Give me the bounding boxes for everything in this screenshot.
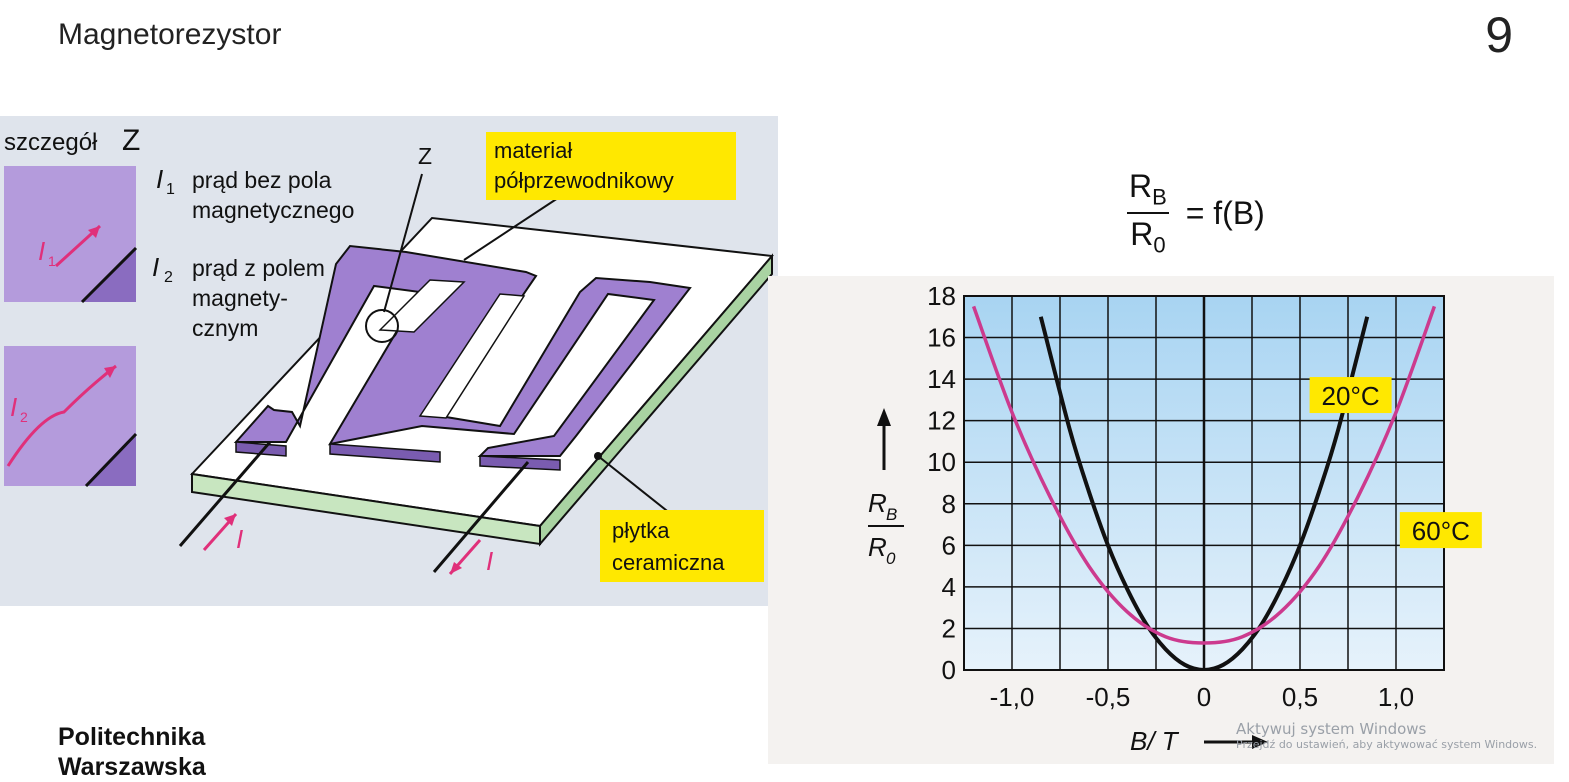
- logo-line2: Warszawska: [58, 753, 206, 781]
- plate-highlight: [600, 510, 764, 582]
- diagram-svg: szczegół Z I 1 prąd bez pola magnetyczne…: [4, 124, 774, 582]
- formula: RB R0 = f(B): [1127, 168, 1265, 259]
- formula-fraction: RB R0: [1127, 168, 1169, 259]
- current-label-right: I: [486, 546, 493, 576]
- material-highlight: [486, 132, 736, 200]
- i2-line2: magnety-: [192, 285, 288, 311]
- windows-activation-watermark: Aktywuj system Windows Przejdź do ustawi…: [1236, 720, 1537, 751]
- i1-symbol: I: [156, 164, 163, 194]
- i1-line1: prąd bez pola: [192, 167, 332, 193]
- z-pointer-line: [383, 173, 423, 313]
- university-logo: Politechnika Warszawska: [58, 722, 206, 782]
- detail-letter: Z: [122, 124, 140, 157]
- y-label-den: R: [868, 532, 887, 562]
- y-tick-label-0: 0: [942, 655, 956, 685]
- inset-1-edge-line: [80, 246, 138, 304]
- watermark-line2: Przejdź do ustawień, aby aktywować syste…: [1236, 738, 1538, 751]
- y-tick-label-12: 12: [927, 406, 956, 436]
- formula-rhs: = f(B): [1185, 194, 1265, 231]
- formula-num-sub: B: [1152, 184, 1167, 210]
- series-label-bg-1: [1399, 512, 1482, 549]
- inset-1-arrow-head: [88, 226, 100, 238]
- series-label-1: 60°C: [1412, 516, 1470, 546]
- formula-numerator: RB: [1127, 168, 1169, 215]
- y-tick-label-10: 10: [927, 447, 956, 477]
- ceramic-plate-side: [539, 253, 773, 547]
- plate-pointer-dot: [594, 452, 602, 460]
- tick-labels: 0 2 4 6 8 10 12 14 16 18 -1,0 -0,5 0 0,5 1,0: [927, 281, 1414, 712]
- material-line2: półprzewodnikowy: [494, 168, 674, 193]
- y-tick-label-4: 4: [942, 572, 956, 602]
- inset-1-sub: 1: [48, 253, 56, 269]
- series-label-bg-0: [1309, 377, 1392, 414]
- magnetoresistor-diagram: szczegół Z I 1 prąd bez pola magnetyczne…: [0, 116, 778, 606]
- plate-line2: ceramiczna: [612, 550, 725, 575]
- current-arrow-right-head: [450, 562, 462, 574]
- x-tick-label-1: -0,5: [1086, 682, 1131, 712]
- plate-pointer-line: [597, 455, 677, 519]
- inset-2-label: I: [10, 392, 17, 422]
- x-tick-label-3: 0,5: [1282, 682, 1318, 712]
- y-label-num-sub: B: [886, 505, 897, 524]
- x-axis-label: B/ T: [1130, 726, 1180, 756]
- semiconductor-meander: [233, 244, 692, 471]
- logo-line1: Politechnika: [58, 723, 206, 751]
- watermark-line1: Aktywuj system Windows: [1236, 720, 1427, 738]
- page-number: 9: [1485, 7, 1513, 63]
- series-line-0: [1038, 316, 1370, 670]
- formula-num-symbol: R: [1129, 168, 1153, 204]
- inset-2-sub: 2: [20, 409, 28, 425]
- y-axis-arrow-head: [877, 408, 891, 426]
- lead-right: [432, 461, 530, 573]
- inset-2-arrow: [6, 364, 117, 467]
- axis-labels: R B R 0 B/ T: [868, 408, 1268, 756]
- y-tick-label-2: 2: [942, 613, 956, 643]
- series-lines: [971, 305, 1437, 670]
- series-line-1: [971, 305, 1437, 645]
- formula-den-sub: 0: [1153, 232, 1166, 258]
- inset-1-label: I: [38, 236, 45, 266]
- current-label-left: I: [236, 524, 243, 554]
- y-tick-label-16: 16: [927, 323, 956, 353]
- series-label-0: 20°C: [1322, 381, 1380, 411]
- x-tick-label-2: 0: [1197, 682, 1211, 712]
- x-tick-label-0: -1,0: [990, 682, 1035, 712]
- y-tick-label-14: 14: [927, 364, 956, 394]
- i2-line1: prąd z polem: [192, 255, 325, 281]
- y-tick-label-8: 8: [942, 489, 956, 519]
- lead-left: [178, 441, 272, 547]
- x-tick-label-4: 1,0: [1378, 682, 1414, 712]
- x-axis-arrow-head: [1252, 735, 1268, 749]
- inset-2-edge-line: [84, 432, 138, 488]
- series-labels: 20°C 60°C: [1309, 377, 1482, 549]
- formula-denominator: R0: [1127, 214, 1169, 258]
- i2-sub: 2: [164, 269, 173, 286]
- material-line1: materiał: [494, 138, 572, 163]
- plate-line1: płytka: [612, 518, 670, 543]
- inset-2-arrow-head: [104, 366, 116, 378]
- detail-circle: [365, 309, 399, 343]
- i2-symbol: I: [152, 252, 159, 282]
- formula-den-symbol: R: [1130, 216, 1154, 253]
- y-label-den-sub: 0: [886, 549, 896, 568]
- i2-line3: cznym: [192, 315, 258, 341]
- material-pointer-line: [463, 197, 559, 261]
- y-label-num: R: [868, 488, 887, 518]
- y-tick-label-18: 18: [927, 281, 956, 311]
- current-arrow-left-head: [224, 514, 236, 526]
- i1-line2: magnetycznego: [192, 197, 354, 223]
- grid-lines: [963, 295, 1445, 671]
- i1-sub: 1: [166, 181, 175, 198]
- y-tick-label-6: 6: [942, 530, 956, 560]
- slide-title: Magnetorezystor: [58, 18, 282, 51]
- z-marker: Z: [418, 143, 432, 169]
- detail-label: szczegół: [4, 129, 98, 156]
